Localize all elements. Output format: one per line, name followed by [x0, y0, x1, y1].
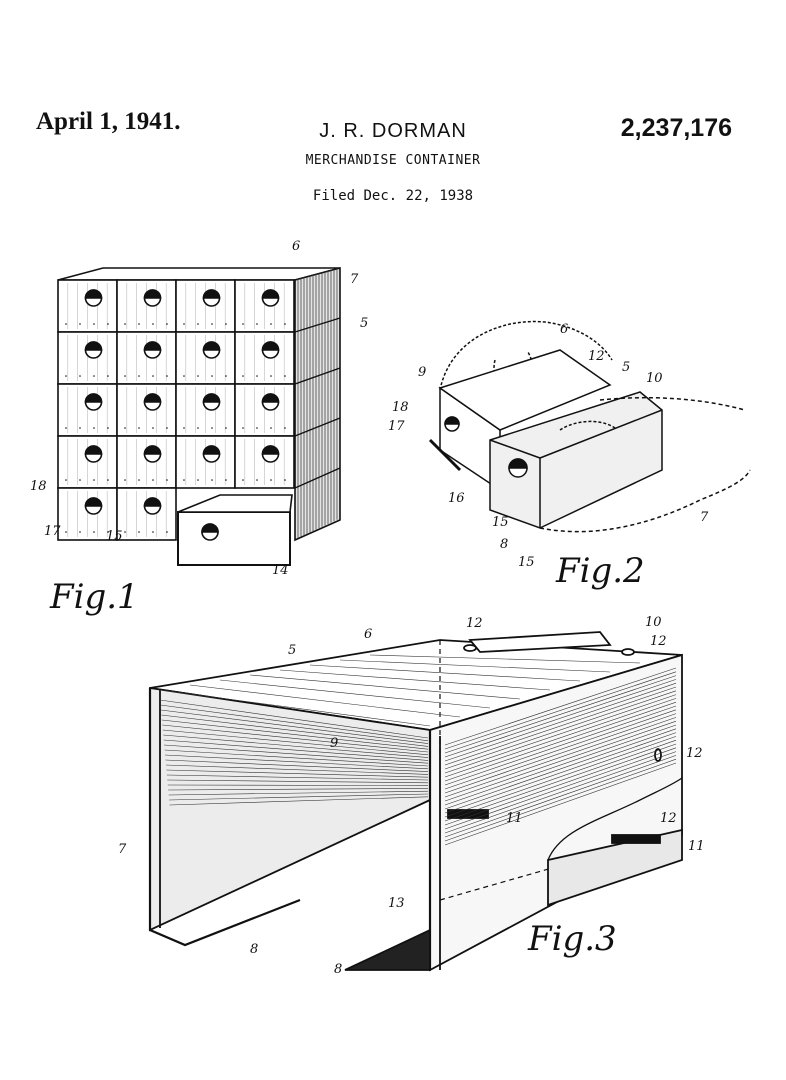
- drawer-front: [57, 435, 118, 489]
- ref-fig3-9: 9: [330, 736, 338, 751]
- ref-fig2-17: 17: [388, 419, 405, 434]
- ref-fig2-12: 12: [588, 349, 605, 364]
- drawer-front: [116, 435, 177, 489]
- drawer-front: [175, 279, 236, 333]
- ref-fig2-6: 6: [560, 322, 568, 337]
- drawer-front: [116, 383, 177, 437]
- ref-fig3-10: 10: [645, 615, 662, 630]
- ref-fig2-18: 18: [392, 400, 409, 415]
- ref-fig1-6: 6: [292, 239, 300, 254]
- drawer-front: [57, 487, 118, 541]
- drawer-front: [234, 279, 295, 333]
- ref-fig1-18: 18: [30, 479, 47, 494]
- patent-number: 2,237,176: [620, 114, 732, 142]
- ref-fig2-9: 9: [418, 365, 426, 380]
- ref-fig3-11b: 11: [688, 839, 705, 854]
- ref-fig2-10: 10: [646, 371, 663, 386]
- figure-1-label: Fig.1: [49, 577, 139, 617]
- ref-fig2-7: 7: [700, 510, 709, 525]
- drawer-front: [175, 383, 236, 437]
- ref-fig3-11a: 11: [506, 811, 523, 826]
- ref-fig3-5: 5: [288, 643, 296, 658]
- ref-fig3-12a: 12: [466, 616, 483, 631]
- drawer-front: [116, 331, 177, 385]
- drawer-front: [116, 487, 177, 541]
- ref-fig3-8b: 8: [334, 962, 342, 977]
- ref-fig1-7: 7: [350, 272, 359, 287]
- ref-fig3-7: 7: [118, 842, 127, 857]
- ref-fig3-12b: 12: [650, 634, 667, 649]
- figure-3-label: Fig.3: [527, 919, 617, 959]
- ref-fig3-6: 6: [364, 627, 372, 642]
- ref-fig2-16: 16: [448, 491, 465, 506]
- drawer-front: [116, 279, 177, 333]
- drawer-front: [57, 331, 118, 385]
- ref-fig1-17: 17: [44, 524, 61, 539]
- drawer-front: [234, 383, 295, 437]
- drawer-front: [234, 331, 295, 385]
- inventor-name: J. R. DORMAN: [319, 120, 467, 142]
- ref-fig2-15a: 15: [492, 515, 509, 530]
- ref-fig3-13: 13: [388, 896, 405, 911]
- ref-fig3-12c: 12: [686, 746, 703, 761]
- ref-fig2-5: 5: [622, 360, 630, 375]
- drawer-front: [57, 383, 118, 437]
- ref-fig1-15: 15: [106, 529, 123, 544]
- figure-3-open-shell: [148, 631, 683, 972]
- figure-2-label: Fig.2: [555, 551, 645, 591]
- filed-date: Filed Dec. 22, 1938: [312, 188, 474, 204]
- drawer-front: [57, 279, 118, 333]
- drawer-front: [234, 435, 295, 489]
- drawer-front: [175, 435, 236, 489]
- ref-fig2-15b: 15: [518, 555, 535, 570]
- ref-fig2-8: 8: [500, 537, 508, 552]
- figure-2-container-assembly: [428, 320, 751, 533]
- patent-title: MERCHANDISE CONTAINER: [305, 153, 481, 168]
- drawer-front: [175, 331, 236, 385]
- patent-date: April 1, 1941.: [36, 108, 181, 135]
- ref-fig3-12d: 12: [660, 811, 677, 826]
- ref-fig3-8a: 8: [250, 942, 258, 957]
- figure-1-drawer-cabinet: [57, 266, 341, 566]
- ref-fig1-14: 14: [272, 563, 289, 578]
- ref-fig1-5: 5: [360, 316, 368, 331]
